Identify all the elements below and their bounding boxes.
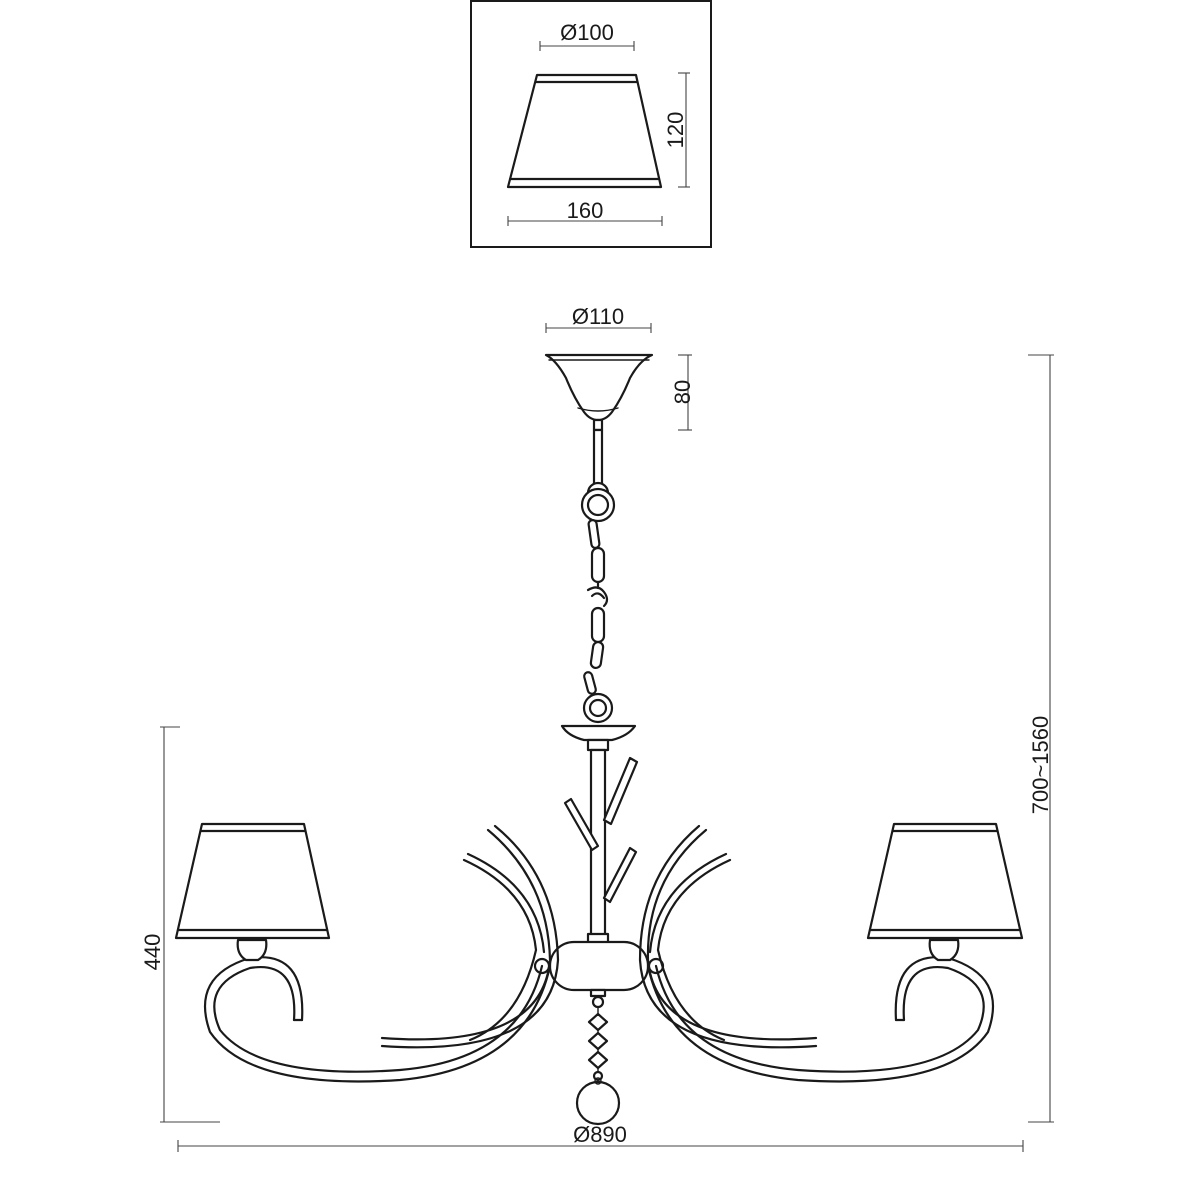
canopy-diameter-label: Ø110: [572, 304, 624, 329]
dim-shade-height: 120: [663, 72, 690, 188]
central-stem: [560, 724, 639, 946]
central-body: [533, 940, 665, 1009]
overall-diameter-label: Ø890: [573, 1122, 627, 1147]
shade-bottom-width-label: 160: [567, 198, 604, 223]
right-curved-rods: [638, 824, 818, 1049]
shade-detail-inset: Ø100 120 160: [470, 0, 712, 248]
dim-body-height: 440: [140, 726, 220, 1123]
dim-canopy-diameter: Ø110: [545, 304, 652, 333]
canopy-height-label: 80: [670, 380, 695, 404]
shade-height-label: 120: [663, 112, 688, 149]
suspension-chain: [580, 428, 616, 724]
dim-shade-bottom-width: 160: [507, 198, 663, 226]
right-arm: [646, 938, 995, 1083]
left-lamp-shade: [174, 822, 331, 940]
body-height-label: 440: [140, 934, 165, 971]
chandelier-elevation: [174, 353, 1024, 1126]
total-height-label: 700~1560: [1028, 716, 1053, 815]
detail-shade: [506, 73, 663, 189]
dim-canopy-height: 80: [670, 354, 695, 431]
dim-overall-diameter: Ø890: [177, 1122, 1024, 1152]
ceiling-canopy: [544, 353, 654, 432]
shade-top-diameter-label: Ø100: [560, 20, 614, 45]
right-lamp-shade: [866, 822, 1024, 940]
dim-total-height: 700~1560: [1028, 354, 1054, 1123]
dim-shade-top-diameter: Ø100: [539, 20, 635, 51]
left-arm: [203, 938, 552, 1083]
crystal-pendant: [575, 1006, 621, 1126]
